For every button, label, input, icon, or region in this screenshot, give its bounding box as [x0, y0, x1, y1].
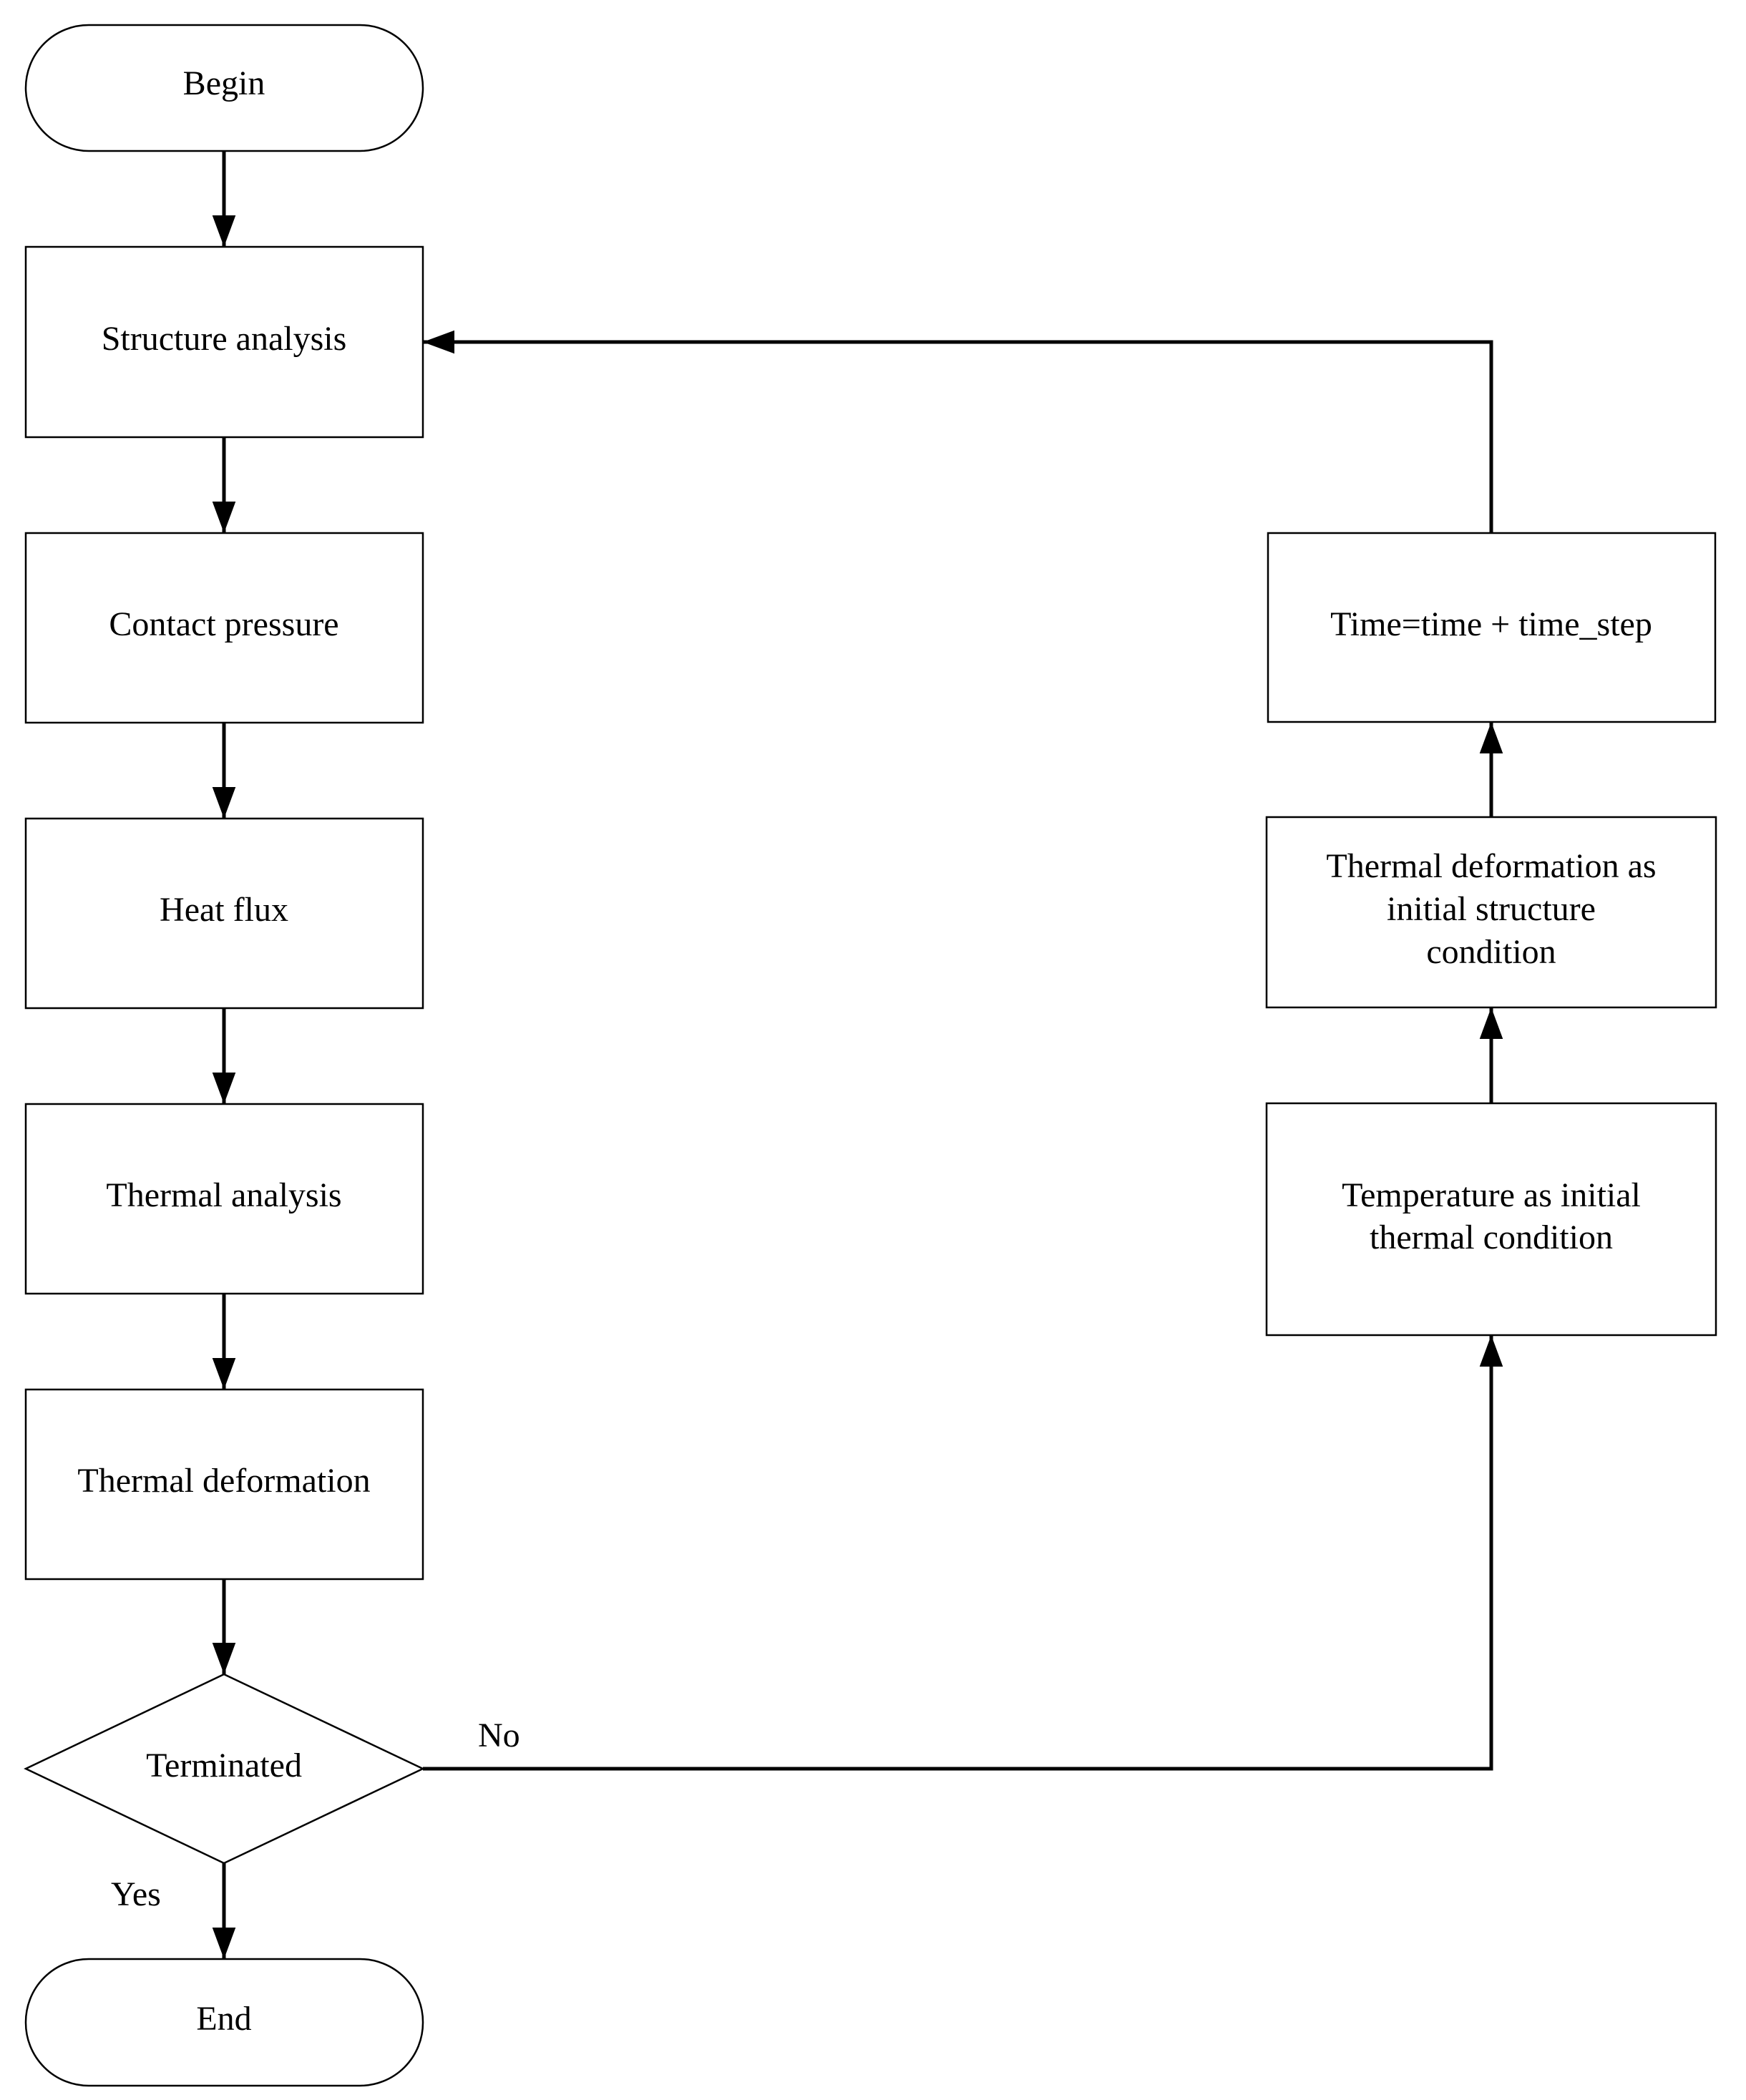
temperature-initial-line2: thermal condition — [1370, 1219, 1613, 1256]
temperature-initial-box: Temperature as initial thermal condition — [1265, 1102, 1717, 1337]
structure-analysis-box: Structure analysis — [24, 245, 424, 439]
thermal-deformation-shape — [24, 1388, 424, 1581]
end-shape — [24, 1958, 424, 2087]
begin-shape — [24, 24, 424, 152]
contact-pressure-box: Contact pressure — [24, 532, 424, 724]
heat-flux-label: Heat flux — [160, 891, 288, 929]
temperature-initial-shape — [1265, 1102, 1717, 1337]
begin-label: Begin — [183, 64, 265, 102]
thermal-deformation-initial-line2: initial structure — [1387, 890, 1596, 928]
thermal-deformation-box: Thermal deformation — [24, 1388, 424, 1581]
heat-flux-box: Heat flux — [24, 817, 424, 1010]
structure-analysis-shape — [24, 245, 424, 439]
end-terminal: End — [24, 1958, 424, 2087]
edge-label-yes: Yes — [111, 1875, 161, 1913]
temperature-initial-line1: Temperature as initial — [1342, 1176, 1641, 1214]
heat-flux-shape — [24, 817, 424, 1010]
edge-label-no: No — [478, 1716, 520, 1754]
arrow-time-to-structure — [423, 330, 1493, 533]
contact-pressure-shape — [24, 532, 424, 724]
time-update-box: Time=time + time_step — [1267, 532, 1717, 723]
thermal-deformation-initial-line1: Thermal deformation as — [1326, 847, 1656, 885]
thermal-analysis-label: Thermal analysis — [106, 1176, 341, 1214]
terminated-label: Terminated — [146, 1747, 302, 1784]
structure-analysis-label: Structure analysis — [102, 320, 347, 358]
time-update-shape — [1267, 532, 1717, 723]
thermal-deformation-initial-line3: condition — [1426, 933, 1556, 971]
begin-terminal: Begin — [24, 24, 424, 152]
terminated-decision: Terminated — [24, 1673, 425, 1865]
arrow-no-to-temperature — [423, 1335, 1503, 1771]
end-label: End — [196, 2000, 251, 2038]
time-update-label: Time=time + time_step — [1330, 605, 1652, 643]
thermal-analysis-box: Thermal analysis — [24, 1103, 424, 1295]
connectors — [212, 151, 1503, 1959]
thermal-analysis-shape — [24, 1103, 424, 1295]
contact-pressure-label: Contact pressure — [109, 605, 338, 643]
terminated-diamond — [24, 1673, 425, 1865]
thermal-deformation-initial-box: Thermal deformation as initial structure… — [1265, 816, 1717, 1009]
thermal-deformation-label: Thermal deformation — [77, 1462, 370, 1500]
thermal-deformation-initial-shape — [1265, 816, 1717, 1009]
